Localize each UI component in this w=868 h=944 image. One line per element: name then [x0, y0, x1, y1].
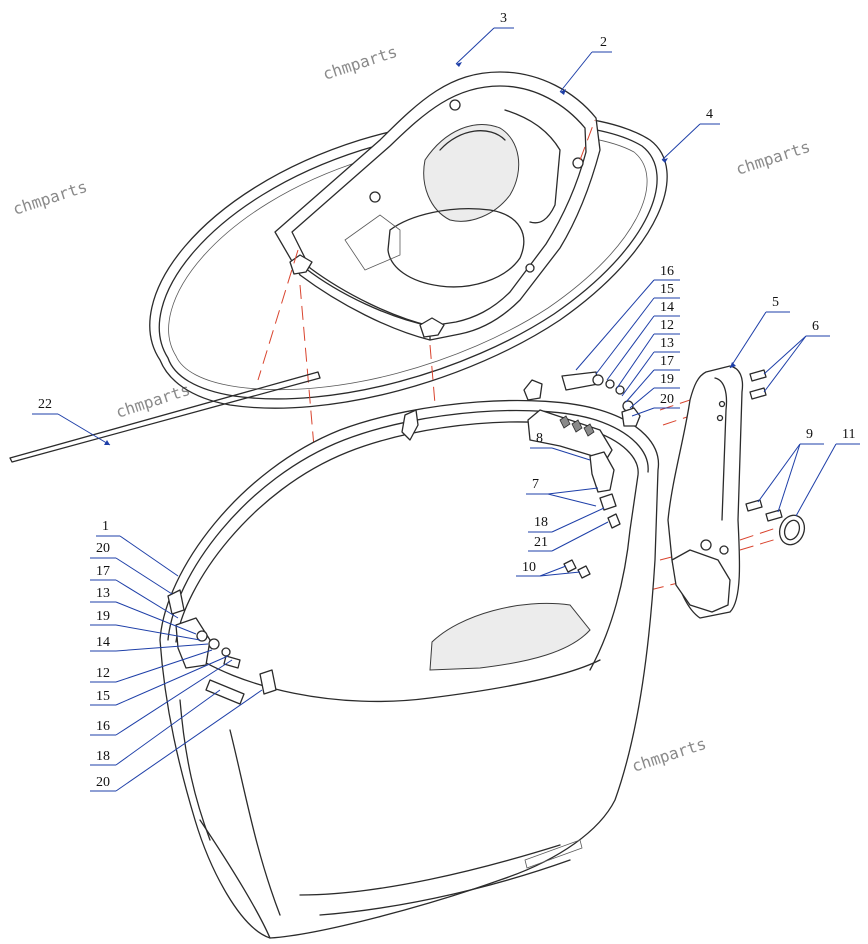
callout-label: 18: [534, 515, 548, 530]
callout-label: 19: [96, 609, 110, 624]
watermark-text: chmparts: [10, 177, 89, 219]
screws-part-6: [749, 369, 767, 400]
callout-label: 21: [534, 535, 548, 550]
rod-part-22: [9, 371, 321, 463]
callout-label: 11: [842, 427, 855, 442]
callout-label: 15: [660, 282, 674, 297]
callout-label: 6: [812, 319, 819, 334]
callout-label: 12: [660, 318, 674, 333]
callout-label: 1: [102, 519, 109, 534]
callout-label: 15: [96, 689, 110, 704]
callout-label: 5: [772, 295, 779, 310]
callout-label: 16: [660, 264, 674, 279]
callout-label: 8: [536, 431, 543, 446]
callout-label: 20: [96, 775, 110, 790]
callouts: 3 2 4 16 15 14 12 13 17 19 20: [32, 11, 860, 792]
watermark-text: chmparts: [629, 734, 708, 776]
cap-part-11: [778, 514, 806, 546]
callout-label: 14: [660, 300, 674, 315]
latch-clip: [401, 409, 419, 441]
callout-label: 3: [500, 11, 507, 26]
watermark-text: chmparts: [733, 137, 812, 179]
side-cover-part-5: [667, 365, 744, 619]
callout-label: 19: [660, 372, 674, 387]
seal-ring-part-4: [149, 113, 668, 409]
callout-label: 20: [96, 541, 110, 556]
left-hinge-assembly: [167, 589, 277, 705]
callout-label: 16: [96, 719, 110, 734]
watermark-text: chmparts: [320, 42, 399, 84]
callout-label: 17: [660, 354, 674, 369]
callout-label: 13: [660, 336, 674, 351]
callout-label: 17: [96, 564, 110, 579]
callout-label: 9: [806, 427, 813, 442]
callout-label: 2: [600, 35, 607, 50]
callout-label: 7: [532, 477, 539, 492]
callout-label: 20: [660, 392, 674, 407]
callout-label: 10: [522, 560, 536, 575]
callout-label: 18: [96, 749, 110, 764]
top-cover-part-2: [274, 71, 601, 341]
callout-label: 14: [96, 635, 110, 650]
callout-label: 4: [706, 107, 713, 122]
screws-part-9: [745, 499, 783, 522]
right-hinge-assembly: [523, 371, 641, 579]
callout-label: 12: [96, 666, 110, 681]
lower-body-part-1: [159, 399, 660, 939]
callout-label: 22: [38, 397, 52, 412]
callout-label: 13: [96, 586, 110, 601]
